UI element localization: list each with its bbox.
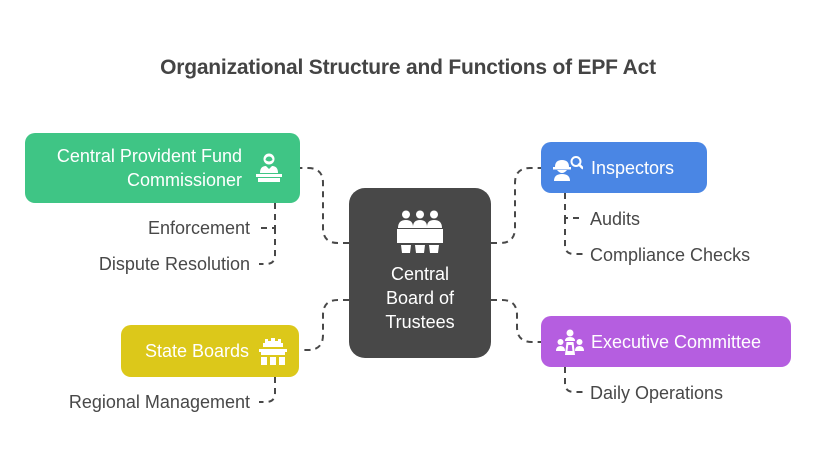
- diagram-title: Organizational Structure and Functions o…: [160, 56, 656, 79]
- connector-center-cpfc: [300, 167, 349, 244]
- leaf-compliance-checks: Compliance Checks: [590, 245, 751, 265]
- state-boards-label: State Boards: [144, 341, 249, 361]
- connector-center-inspectors: [491, 167, 541, 244]
- cpfc-label-line: Commissioner: [126, 170, 242, 190]
- central-board-label: Central Board of Trustees: [385, 262, 454, 334]
- central-board-label-line: Central: [390, 264, 449, 284]
- committee-meeting-icon: [556, 329, 584, 355]
- connector-state-regional: [259, 377, 276, 403]
- government-building-icon: [259, 338, 287, 365]
- leaf-dispute-resolution: Dispute Resolution: [98, 254, 250, 274]
- connector-center-state-boards: [300, 299, 349, 351]
- connector-inspectors-audits: [564, 193, 583, 219]
- connector-executive-daily: [564, 367, 583, 393]
- inspectors-node[interactable]: Inspectors: [541, 142, 707, 193]
- board-table-people-icon: [397, 210, 443, 253]
- leaf-regional-management: Regional Management: [68, 392, 250, 412]
- inspectors-label: Inspectors: [591, 157, 675, 178]
- connector-center-executive: [491, 299, 541, 343]
- cpfc-label-line: Central Provident Fund: [56, 146, 242, 166]
- executive-committee-node[interactable]: Executive Committee: [541, 316, 791, 367]
- leaf-daily-operations: Daily Operations: [590, 383, 724, 403]
- leaf-audits: Audits: [590, 209, 641, 229]
- official-at-desk-icon: [256, 153, 282, 182]
- cpfc-node[interactable]: Central Provident Fund Commissioner: [25, 133, 300, 203]
- connector-cpfc-dispute: [259, 228, 276, 265]
- inspector-helmet-search-icon: [553, 155, 583, 181]
- central-board-label-line: Board of: [385, 288, 455, 308]
- state-boards-node[interactable]: State Boards: [121, 325, 299, 377]
- leaf-enforcement: Enforcement: [147, 218, 250, 238]
- central-board-node[interactable]: Central Board of Trustees: [349, 188, 491, 358]
- connector-cpfc-enforcement: [259, 203, 276, 229]
- executive-committee-label: Executive Committee: [591, 331, 762, 352]
- central-board-label-line: Trustees: [385, 312, 455, 332]
- cpfc-label: Central Provident Fund Commissioner: [57, 144, 242, 192]
- connector-inspectors-compliance: [564, 218, 583, 255]
